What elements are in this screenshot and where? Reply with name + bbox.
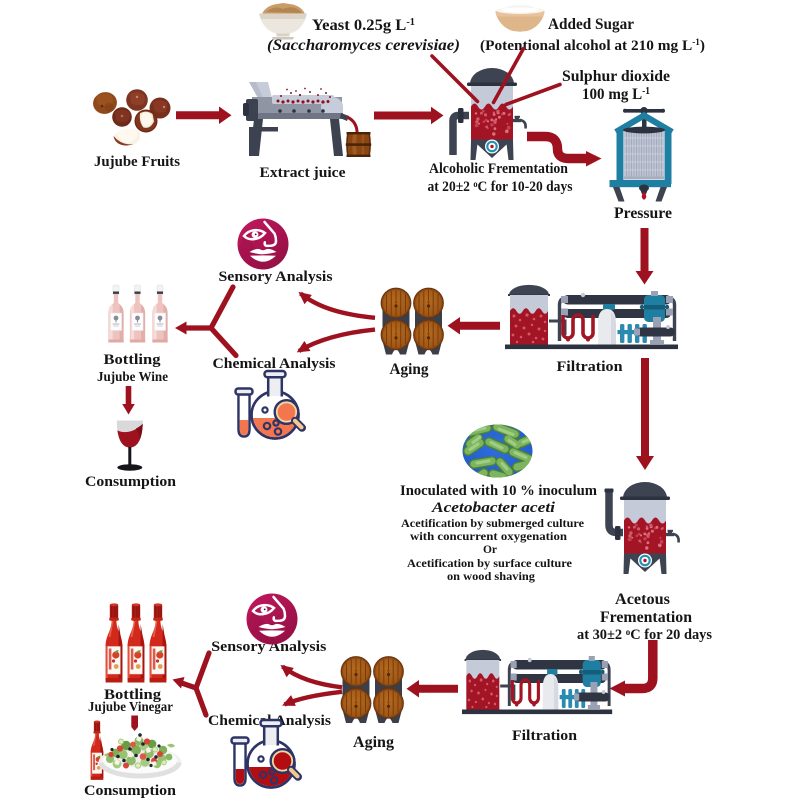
svg-text:at 30±2 oC for 20 days: at 30±2 oC for 20 days — [577, 627, 712, 643]
svg-text:Inoculated with 10 % inoculum: Inoculated with 10 % inoculum — [400, 483, 597, 499]
svg-text:Bottling: Bottling — [104, 352, 162, 368]
svg-text:Acetobacter aceti: Acetobacter aceti — [431, 500, 556, 516]
svg-text:Or: Or — [483, 544, 497, 556]
svg-text:Acetous: Acetous — [615, 591, 670, 608]
svg-text:Jujube Fruits: Jujube Fruits — [94, 154, 180, 170]
svg-text:Acetification by surface cultu: Acetification by surface culture — [407, 558, 572, 570]
svg-text:Consumption: Consumption — [85, 474, 177, 490]
svg-text:Sensory Analysis: Sensory Analysis — [219, 269, 333, 285]
svg-text:Yeast 0.25g L-1: Yeast 0.25g L-1 — [312, 17, 415, 34]
svg-text:at 20±2 oC for 10-20 days: at 20±2 oC for 10-20 days — [428, 179, 573, 195]
svg-text:Jujube Wine: Jujube Wine — [97, 370, 168, 385]
svg-text:on wood shaving: on wood shaving — [447, 571, 535, 583]
svg-text:Frementation: Frementation — [600, 609, 692, 626]
svg-text:Acetification by submerged cul: Acetification by submerged culture — [401, 518, 584, 530]
svg-text:(Saccharomyces cerevisiae): (Saccharomyces cerevisiae) — [267, 37, 460, 54]
svg-text:Jujube Vinegar: Jujube Vinegar — [88, 699, 173, 714]
svg-text:Pressure: Pressure — [614, 205, 672, 222]
svg-text:Sulphur dioxide: Sulphur dioxide — [562, 68, 670, 85]
svg-text:Added Sugar: Added Sugar — [548, 16, 634, 33]
svg-text:Consumption: Consumption — [84, 783, 177, 799]
svg-text:100 mg L-1: 100 mg L-1 — [582, 86, 650, 103]
svg-text:Extract juice: Extract juice — [260, 165, 346, 181]
svg-text:(Potentional alcohol at 210 mg: (Potentional alcohol at 210 mg L-1) — [480, 37, 705, 54]
svg-text:Bottling: Bottling — [104, 687, 162, 703]
svg-text:Filtration: Filtration — [557, 359, 624, 375]
svg-text:Filtration: Filtration — [512, 728, 578, 744]
svg-text:with concurrent oxygenation: with concurrent oxygenation — [410, 531, 568, 543]
svg-text:Chemical Analysis: Chemical Analysis — [213, 356, 336, 372]
svg-text:Aging: Aging — [353, 734, 394, 751]
svg-text:Alcoholic Frementation: Alcoholic Frementation — [429, 161, 568, 177]
svg-text:Sensory Analysis: Sensory Analysis — [211, 639, 326, 655]
svg-text:Aging: Aging — [390, 361, 429, 378]
